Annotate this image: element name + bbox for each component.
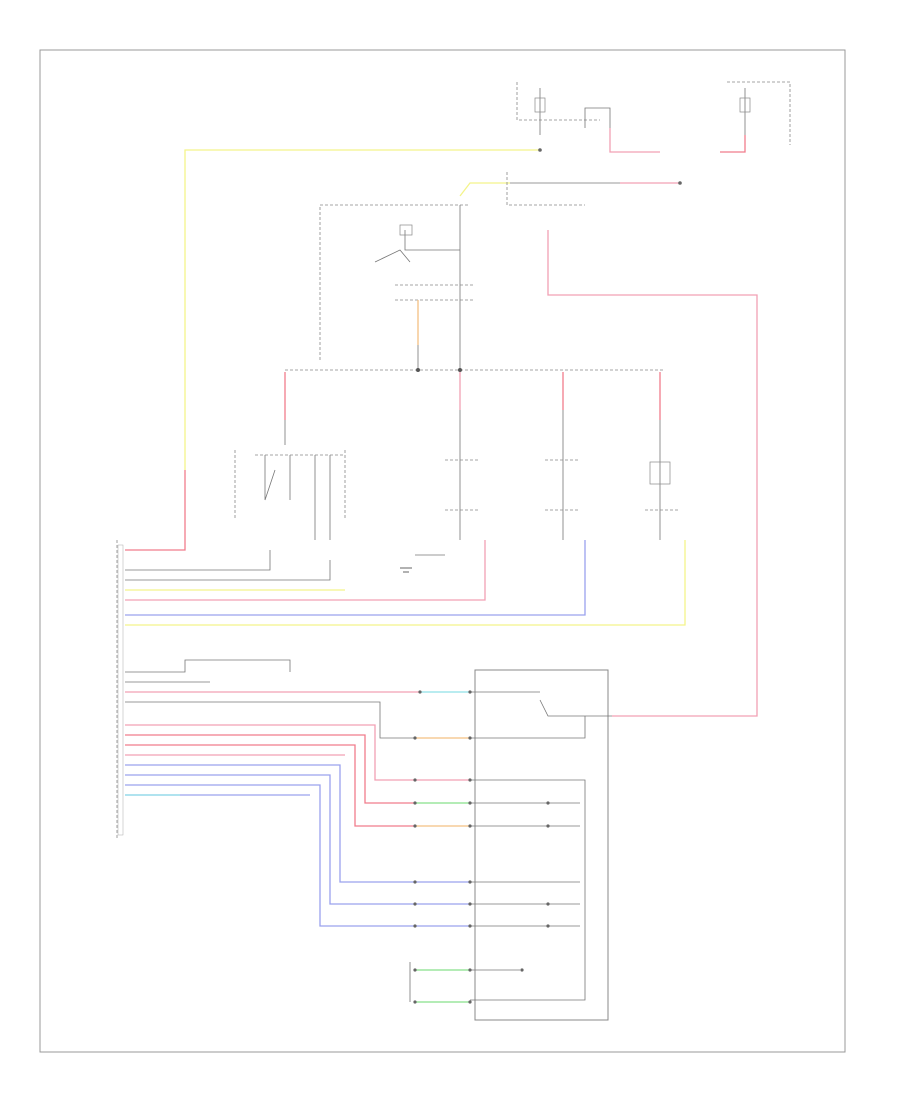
wire-blue-c [125, 784, 470, 927]
wire-red-conn1 [125, 470, 186, 551]
wire-pink-a [125, 724, 470, 781]
wire-yellow-short [459, 182, 510, 197]
left-module-connector [116, 540, 124, 840]
connector-pins [413, 690, 550, 1004]
wire-pink-long [547, 230, 758, 717]
diagram-frame [39, 49, 846, 1053]
wire-pink-top [609, 128, 660, 153]
wire-pink-b [125, 734, 415, 804]
ground-symbol [400, 554, 445, 573]
wire-red-top-right [720, 135, 746, 153]
wire-pink-conn [125, 540, 486, 601]
right-switch-module [470, 669, 612, 1021]
wire-blue-b [125, 774, 470, 905]
relay-center [319, 204, 475, 360]
switch-left [234, 450, 346, 540]
wire-pink-c [125, 744, 415, 827]
wire-yellow-main [184, 149, 540, 470]
wire-blue-conn [125, 540, 586, 616]
wire-yellow-conn2 [125, 540, 686, 626]
fuse-block-top [516, 81, 791, 145]
wire-blue-a [125, 764, 470, 883]
